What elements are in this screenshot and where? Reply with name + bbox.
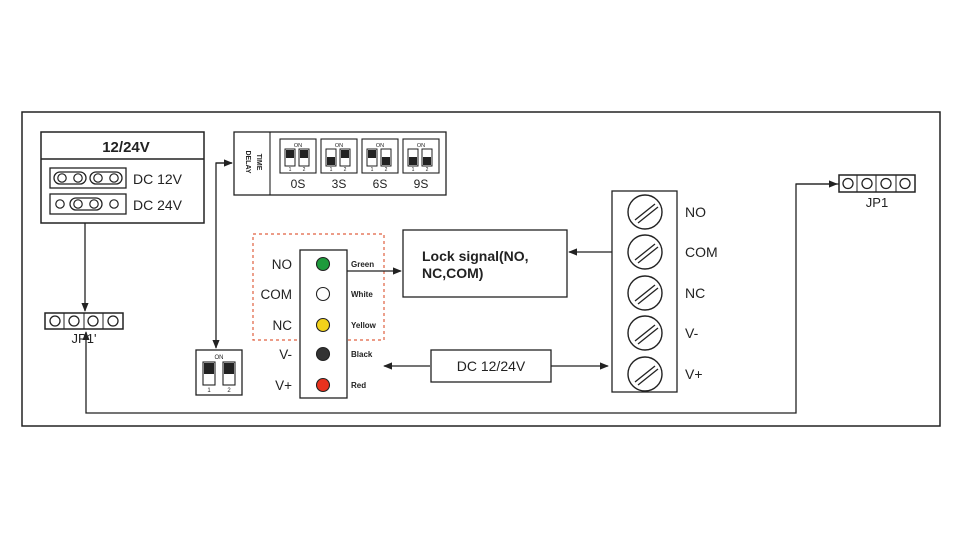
wire-pin-yellow: NC Yellow <box>273 317 377 333</box>
time-delay-on-label: ON <box>335 143 343 149</box>
terminal-nc: NC <box>627 275 705 311</box>
wire-pin-color-label: Black <box>351 350 373 359</box>
wire-pin-signal-label: COM <box>261 287 293 302</box>
time-delay-switch-9s: ON 1 2 9S <box>402 138 440 191</box>
wire-pin-color-label: White <box>351 290 373 299</box>
lock-signal-box: Lock signal(NO, NC,COM) <box>402 229 568 298</box>
dip-slider-knob <box>300 150 308 158</box>
wire-pin-signal-label: V- <box>279 347 292 362</box>
time-delay-setting-label: 0S <box>291 177 306 191</box>
dip-slider-knob <box>423 157 431 165</box>
time-delay-switch-number: 1 <box>289 167 292 173</box>
terminal-label: V+ <box>685 366 703 382</box>
wire-pin-green: NO Green <box>272 256 374 272</box>
time-delay-label-1: TIME <box>255 154 262 171</box>
terminal-label: NO <box>685 204 706 220</box>
dip-slider-knob <box>382 157 390 165</box>
terminal-label: NC <box>685 285 705 301</box>
wire-pin-black: V- Black <box>279 346 373 362</box>
jumper-jp1: JP1 <box>838 174 916 210</box>
jumper-option-12v: DC 12V <box>49 167 183 189</box>
terminal-vminus: V- <box>627 315 699 351</box>
time-delay-setting-label: 3S <box>332 177 347 191</box>
dip-small-number-1: 1 <box>207 388 211 394</box>
time-delay-switch-number: 1 <box>412 167 415 173</box>
dip-slider-knob <box>327 157 335 165</box>
wire-pin-color-label: Red <box>351 381 366 390</box>
dip-slider-knob <box>286 150 294 158</box>
wire-pin-signal-label: V+ <box>275 378 292 393</box>
option-12v-label: DC 12V <box>133 171 183 187</box>
dip-slider-knob <box>368 150 376 158</box>
time-delay-switch-number: 1 <box>371 167 374 173</box>
dip-small-number-2: 2 <box>227 388 231 394</box>
power-label: DC 12/24V <box>457 358 526 374</box>
terminal-block-terminals: NO COM NC V- V+ <box>627 194 718 392</box>
lock-signal-line-2: NC,COM) <box>422 265 483 281</box>
terminal-no: NO <box>627 194 706 230</box>
wire-pin-signal-label: NC <box>273 318 293 333</box>
dip-slider-knob <box>341 150 349 158</box>
terminal-com: COM <box>627 234 718 270</box>
wire-pin-color-label: Yellow <box>351 321 377 330</box>
jp1-label: JP1 <box>866 195 888 210</box>
dip-slider-knob <box>409 157 417 165</box>
time-delay-on-label: ON <box>376 143 384 149</box>
wire-pin-dot <box>315 286 331 302</box>
terminal-label: COM <box>685 244 718 260</box>
terminal-vplus: V+ <box>627 356 703 392</box>
time-delay-switch-3s: ON 1 2 3S <box>320 138 358 191</box>
board-outline <box>21 111 941 427</box>
jumper-option-24v: DC 24V <box>49 193 183 215</box>
jp1-prime-label: JP1' <box>72 331 97 346</box>
time-delay-setting-label: 9S <box>414 177 429 191</box>
wire-pin-dot <box>315 346 331 362</box>
time-delay-label-2: DELAY <box>244 150 251 173</box>
time-delay-switch-number: 2 <box>385 167 388 173</box>
time-delay-switch-6s: ON 1 2 6S <box>361 138 399 191</box>
jumper-jp1-prime: JP1' <box>44 312 124 346</box>
lock-signal-line-1: Lock signal(NO, <box>422 248 529 264</box>
time-delay-switch-number: 2 <box>344 167 347 173</box>
power-label-box: DC 12/24V <box>430 349 552 383</box>
terminal-label: V- <box>685 325 699 341</box>
wire-pin-signal-label: NO <box>272 257 292 272</box>
wire-pin-red: V+ Red <box>275 377 366 393</box>
time-delay-switch-number: 2 <box>426 167 429 173</box>
voltage-panel-title: 12/24V <box>102 139 150 156</box>
time-delay-setting-label: 6S <box>373 177 388 191</box>
time-delay-switch-0s: ON 1 2 0S <box>279 138 317 191</box>
wire-pin-white: COM White <box>261 286 373 302</box>
time-delay-switch-number: 1 <box>330 167 333 173</box>
link-time-delay-to-dip <box>212 162 232 349</box>
option-24v-label: DC 24V <box>133 197 183 213</box>
wire-pin-dot <box>315 256 331 272</box>
dip-switch-small: ON 1 2 <box>195 349 243 396</box>
time-delay-switch-number: 2 <box>303 167 306 173</box>
time-delay-switches: ON 1 2 0S ON 1 2 3S ON 1 2 6S ON 1 2 9S <box>279 138 440 191</box>
wire-pin-dot <box>315 377 331 393</box>
voltage-select-panel: 12/24V DC 12V DC 24V <box>40 131 205 224</box>
time-delay-on-label: ON <box>417 143 425 149</box>
dip-small-on-label: ON <box>215 355 224 361</box>
wire-pin-color-label: Green <box>351 260 374 269</box>
wire-pin-dot <box>315 317 331 333</box>
time-delay-on-label: ON <box>294 143 302 149</box>
